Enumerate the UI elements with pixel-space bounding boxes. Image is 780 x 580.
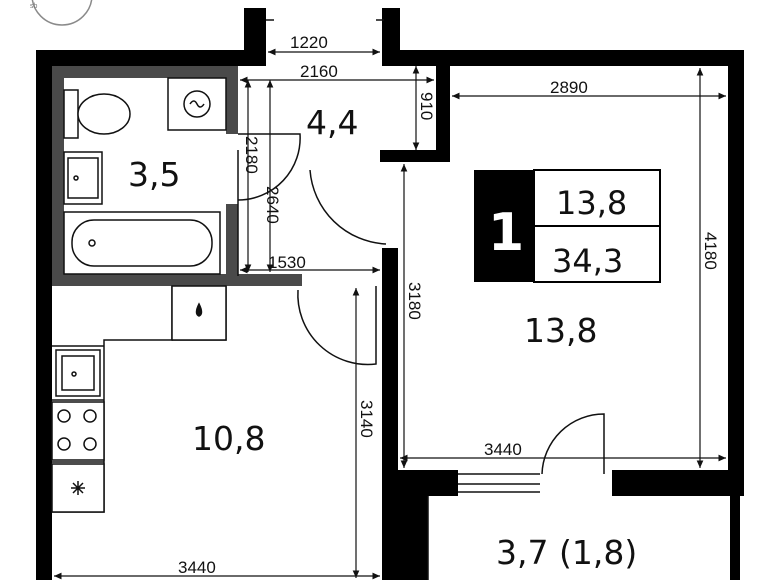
dim-kitchen-depth: 3140: [357, 400, 376, 438]
room-living-area: 13,8: [524, 311, 597, 350]
dim-living-bottom: 3440: [484, 440, 522, 459]
summary-badge: 1 13,8 34,3: [474, 169, 661, 283]
doors: [237, 19, 605, 475]
dim-kitchen-bottom: 3440: [178, 558, 216, 577]
room-balcony-area: 3,7 (1,8): [496, 533, 637, 572]
dim-entry-width: 1220: [290, 33, 328, 52]
badge-room-count: 1: [488, 203, 524, 263]
dim-living-inner: 3180: [405, 282, 424, 320]
dim-living-depth: 4180: [701, 232, 720, 270]
dimension-labels: 1220 2160 910 2890 4180 2180 2640 1530 3…: [178, 33, 720, 577]
developer-logo: sb: [30, 0, 93, 26]
dim-wall-small: 910: [417, 92, 436, 120]
dim-hall-depth: 2640: [263, 186, 282, 224]
dim-bath-depth: 2180: [242, 136, 261, 174]
logo-ring-text: sb: [30, 3, 38, 10]
badge-total-area: 34,3: [552, 242, 623, 280]
dim-living-width: 2890: [550, 78, 588, 97]
dim-hall-width: 2160: [300, 62, 338, 81]
toilet-icon: [63, 89, 131, 139]
room-labels: 3,5 4,4 13,8 10,8 3,7 (1,8): [128, 103, 637, 572]
bathroom-partitions: [52, 66, 302, 286]
kitchen-sink-icon: [55, 349, 101, 397]
badge-living-area: 13,8: [556, 184, 627, 222]
stove-icon: [51, 401, 105, 461]
washing-machine-icon: [167, 77, 227, 131]
dimension-lines: [54, 48, 726, 580]
bathtub-icon: [63, 211, 221, 275]
room-kitchen-area: 10,8: [192, 419, 265, 458]
fridge-icon: [51, 463, 105, 513]
boiler-icon: [171, 285, 227, 341]
dim-kitchen-top: 1530: [268, 253, 306, 272]
sink-icon: [63, 151, 103, 205]
room-hall-area: 4,4: [306, 103, 358, 142]
room-bathroom-area: 3,5: [128, 155, 180, 194]
exterior-walls: [36, 8, 744, 580]
